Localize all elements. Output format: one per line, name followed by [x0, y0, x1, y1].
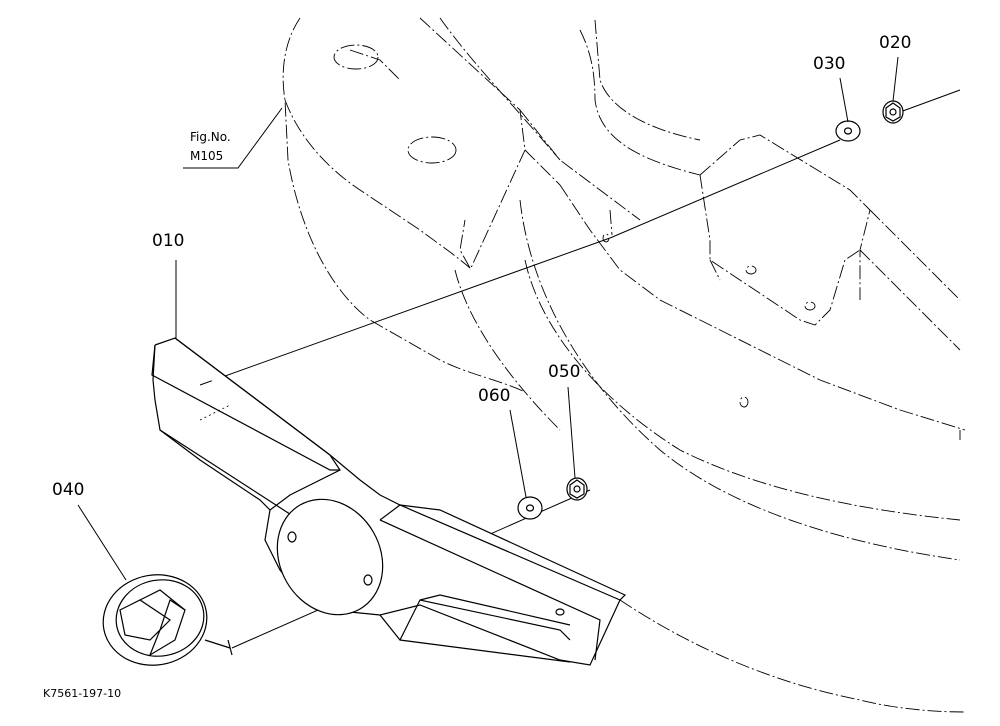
callout-060: 060 [478, 386, 510, 406]
callout-050: 050 [548, 362, 580, 382]
callout-020: 020 [879, 33, 911, 53]
emblem-part-040 [102, 574, 233, 666]
callout-040: 040 [52, 480, 84, 500]
body-panel-outline [282, 17, 966, 713]
callout-010: 010 [152, 231, 184, 251]
washer-part-030 [835, 120, 861, 142]
nut-part-020 [882, 100, 904, 124]
callout-030: 030 [813, 54, 845, 74]
washer-part-060 [517, 496, 543, 520]
figure-ref-line1: Fig.No. [190, 130, 231, 144]
figure-ref-line2: M105 [190, 149, 223, 163]
drawing-code: K7561-197-10 [43, 687, 121, 700]
leader-lines [77, 56, 899, 581]
nut-part-050 [566, 477, 588, 501]
grille-part-010 [151, 337, 627, 666]
